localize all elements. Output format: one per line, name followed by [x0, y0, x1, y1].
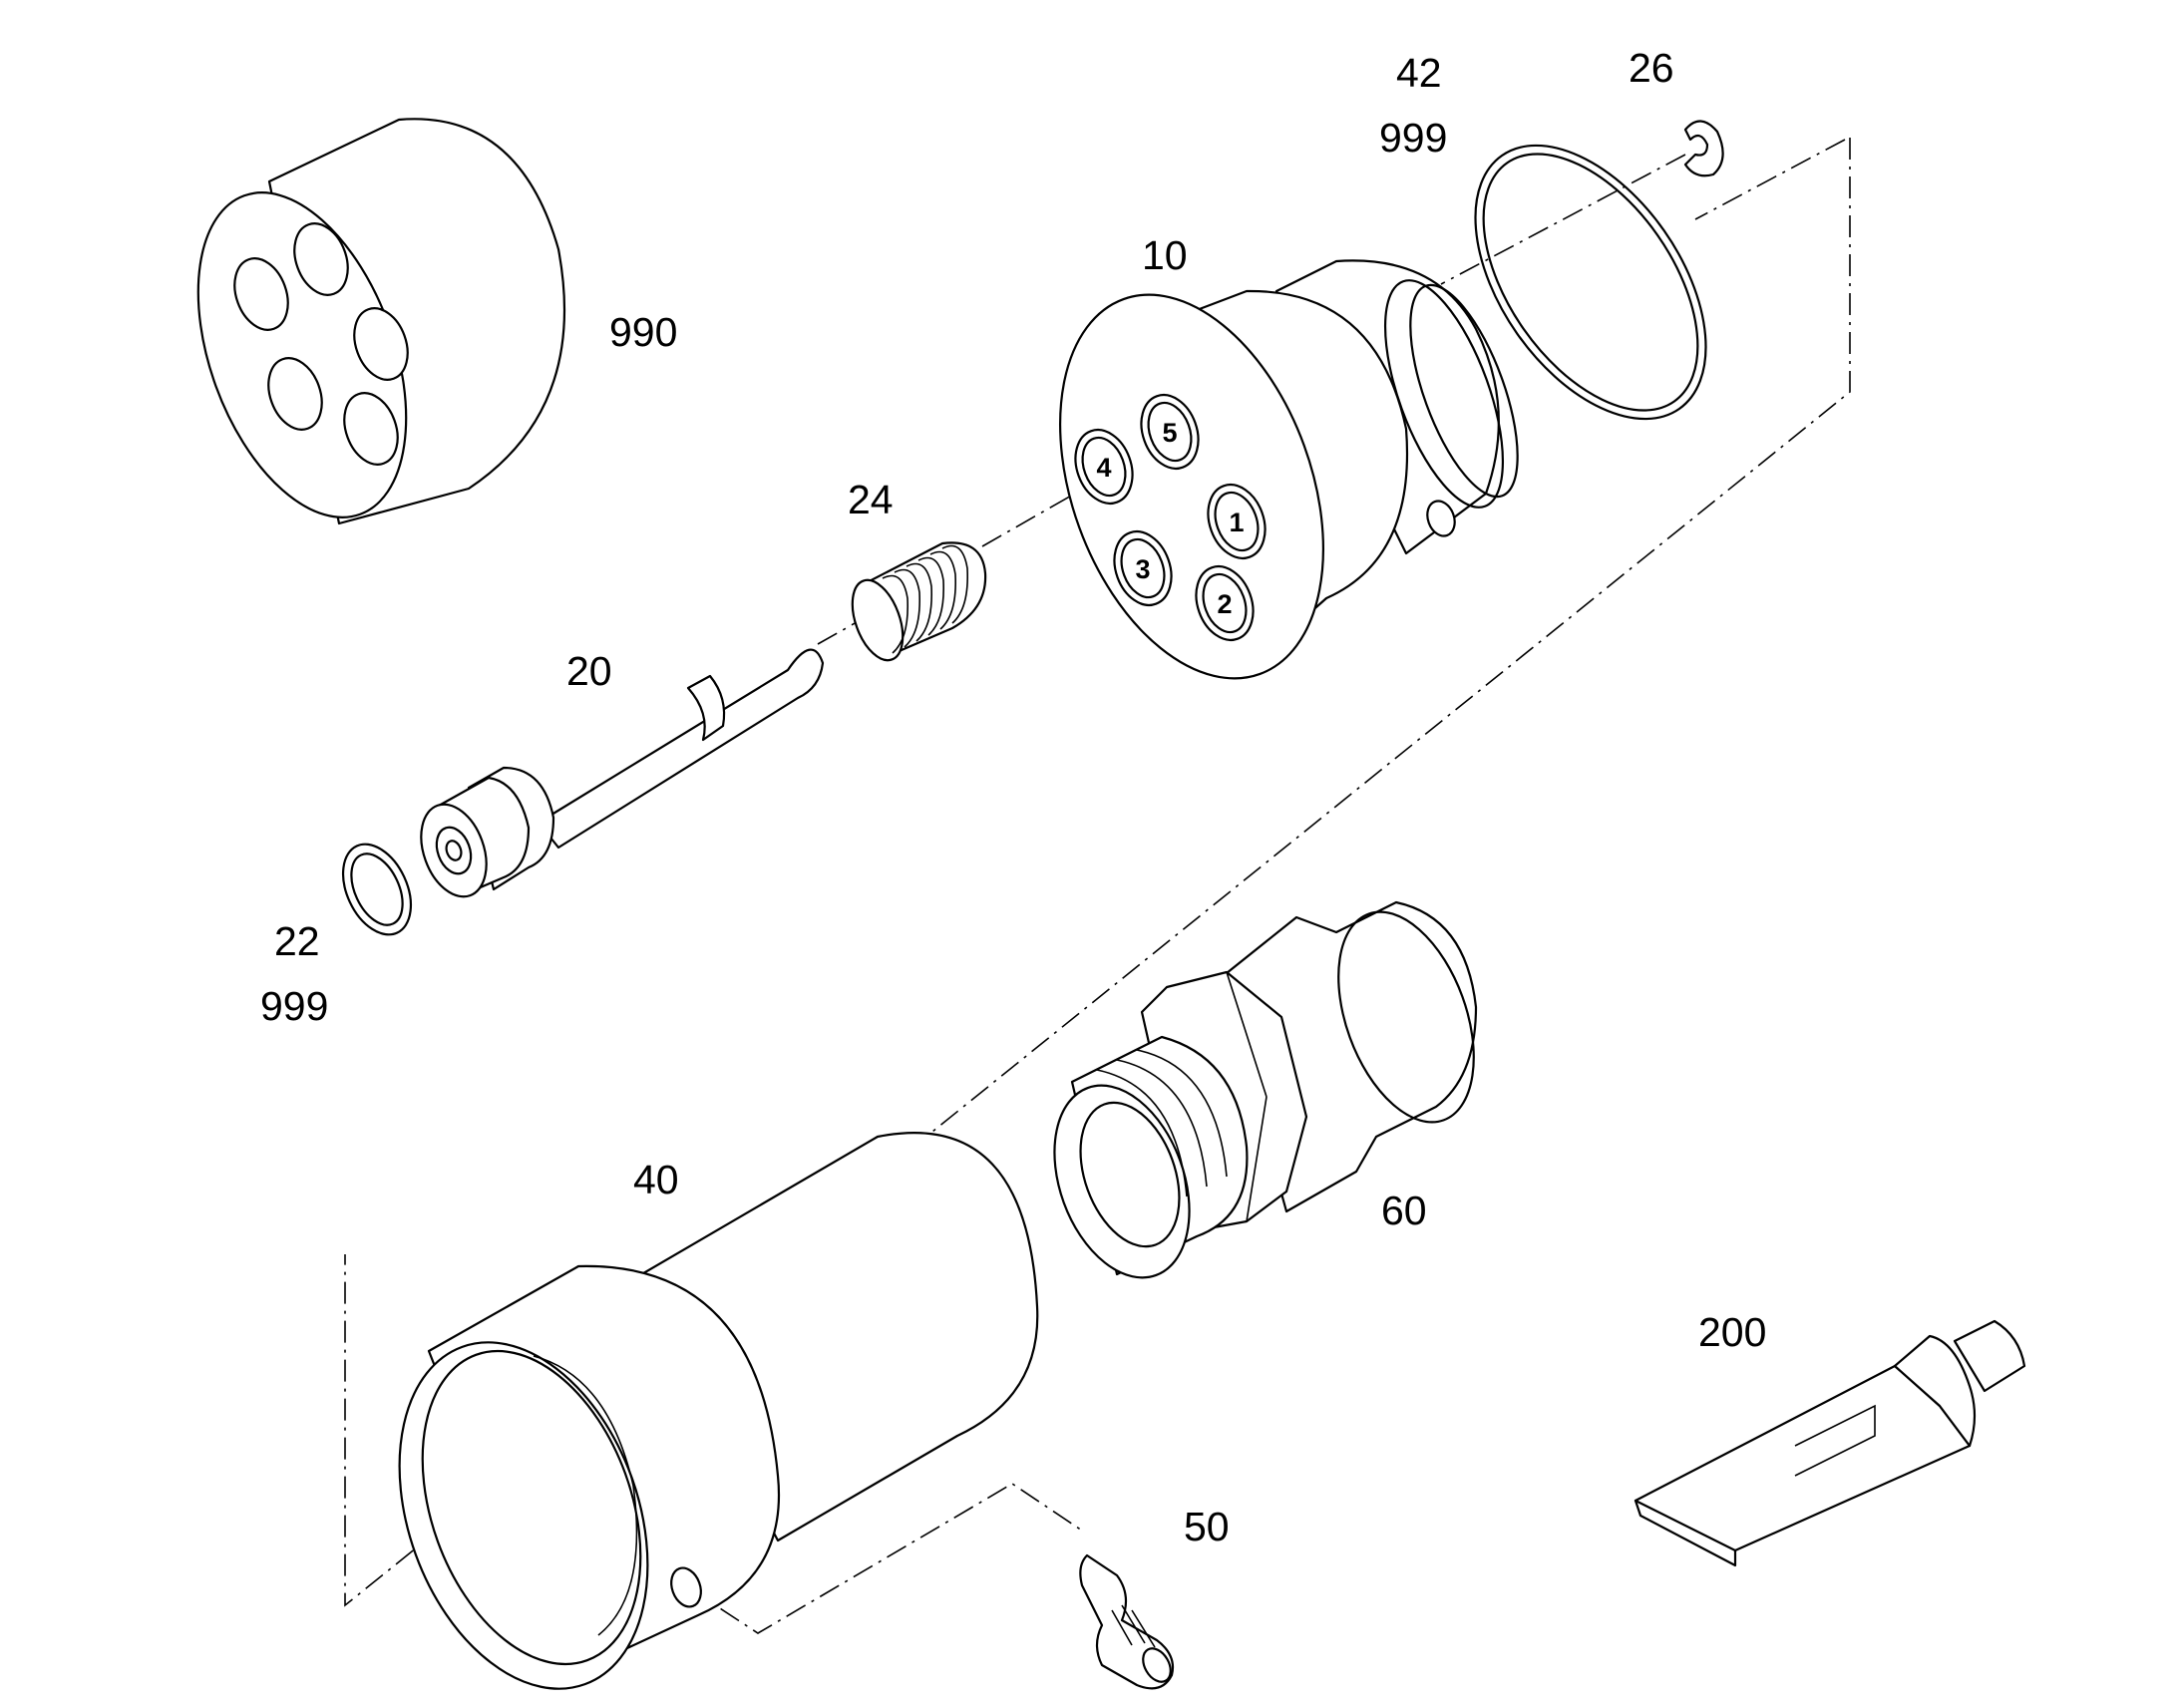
part-22-small-o-ring — [341, 843, 413, 936]
label-10: 10 — [1142, 232, 1188, 278]
label-60: 60 — [1381, 1188, 1427, 1233]
label-22: 22 — [274, 918, 320, 964]
label-990: 990 — [609, 309, 677, 355]
label-26: 26 — [1629, 45, 1674, 91]
label-40: 40 — [633, 1157, 679, 1202]
port-holes — [1074, 394, 1267, 641]
part-50-set-screw — [1079, 1553, 1175, 1690]
part-20-piston — [420, 648, 825, 898]
label-20: 20 — [566, 648, 612, 694]
part-200-grease-tube — [1634, 1319, 2026, 1567]
label-22-999: 999 — [260, 983, 328, 1029]
part-42-o-ring — [1474, 144, 1707, 421]
port-label-5: 5 — [1162, 418, 1177, 448]
label-24: 24 — [848, 477, 894, 522]
label-42-999: 999 — [1379, 115, 1447, 161]
label-200: 200 — [1698, 1309, 1766, 1355]
part-990-plug — [196, 118, 566, 525]
port-label-2: 2 — [1217, 589, 1232, 619]
part-10-valve-body: 1 2 3 4 5 — [1059, 259, 1519, 680]
label-42: 42 — [1396, 50, 1442, 96]
part-26-clip — [1683, 120, 1724, 177]
part-60-fitting — [1053, 900, 1478, 1279]
label-50: 50 — [1184, 1504, 1230, 1549]
port-label-4: 4 — [1096, 453, 1111, 483]
part-40-sleeve — [398, 1132, 1039, 1690]
port-label-1: 1 — [1229, 508, 1244, 537]
port-label-3: 3 — [1135, 554, 1150, 584]
part-24-spring — [851, 541, 987, 662]
